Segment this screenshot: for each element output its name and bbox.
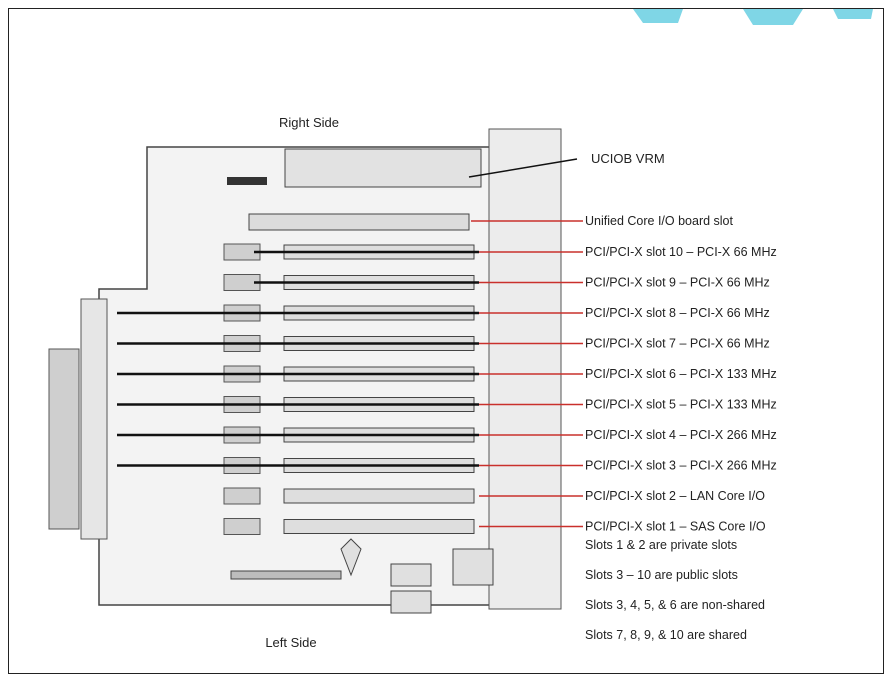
io-board-diagram: PCI/PCI-X slot 10 – PCI-X 66 MHzPCI/PCI-…: [48, 115, 777, 650]
slot-label: PCI/PCI-X slot 8 – PCI-X 66 MHz: [585, 306, 770, 320]
slot-connector: [223, 487, 261, 505]
vrm-callout: UCIOB VRM: [468, 151, 665, 178]
slot-label: PCI/PCI-X slot 1 – SAS Core I/O: [585, 520, 766, 534]
slot-label: PCI/PCI-X slot 10 – PCI-X 66 MHz: [585, 245, 777, 259]
bottom-connector: [230, 570, 342, 580]
corner-watermark-shape: [633, 9, 873, 25]
left-connector-pins: [48, 348, 80, 530]
slot-label: PCI/PCI-X slot 9 – PCI-X 66 MHz: [585, 276, 770, 290]
slot-group: PCI/PCI-X slot 10 – PCI-X 66 MHzPCI/PCI-…: [117, 243, 777, 535]
slot-label: PCI/PCI-X slot 3 – PCI-X 266 MHz: [585, 459, 777, 473]
note-text: Slots 1 & 2 are private slots: [585, 538, 737, 552]
slot-label: PCI/PCI-X slot 6 – PCI-X 133 MHz: [585, 367, 777, 381]
note-text: Slots 3 – 10 are public slots: [585, 568, 738, 582]
chip-small: [227, 177, 267, 185]
slot-row: PCI/PCI-X slot 7 – PCI-X 66 MHz: [117, 335, 770, 352]
core-io-slot: [248, 213, 470, 231]
slot-row: PCI/PCI-X slot 5 – PCI-X 133 MHz: [117, 396, 777, 413]
slot-label: PCI/PCI-X slot 5 – PCI-X 133 MHz: [585, 398, 777, 412]
slot-row: PCI/PCI-X slot 2 – LAN Core I/O: [223, 487, 765, 505]
note-text: Slots 7, 8, 9, & 10 are shared: [585, 628, 747, 642]
core-slot-callout: Unified Core I/O board slot: [471, 214, 734, 228]
right-bulkhead: [488, 128, 562, 610]
bottom-block-a: [390, 563, 432, 587]
slot-label: PCI/PCI-X slot 4 – PCI-X 266 MHz: [585, 428, 777, 442]
bottom-block-b: [390, 590, 432, 614]
slot-connector: [223, 518, 261, 535]
bottom-diamond-component: [340, 538, 362, 577]
bottom-block-c: [452, 548, 494, 586]
left-connector-strip: [80, 298, 108, 540]
slot-row: PCI/PCI-X slot 8 – PCI-X 66 MHz: [117, 304, 770, 322]
slot-row: PCI/PCI-X slot 6 – PCI-X 133 MHz: [117, 365, 777, 383]
slot-row: PCI/PCI-X slot 10 – PCI-X 66 MHz: [223, 243, 777, 261]
slot-row: PCI/PCI-X slot 9 – PCI-X 66 MHz: [223, 274, 770, 291]
corner-decoration: [633, 9, 873, 25]
slot-row: PCI/PCI-X slot 1 – SAS Core I/O: [223, 518, 766, 535]
slot-row: PCI/PCI-X slot 3 – PCI-X 266 MHz: [117, 457, 777, 474]
card-slot: [283, 488, 475, 504]
card-slot: [283, 519, 475, 534]
right-side-label: Right Side: [279, 115, 339, 130]
note-text: Slots 3, 4, 5, & 6 are non-shared: [585, 598, 765, 612]
vrm-module: [284, 148, 482, 188]
slot-label: PCI/PCI-X slot 7 – PCI-X 66 MHz: [585, 337, 770, 351]
core-slot-label: Unified Core I/O board slot: [585, 214, 734, 228]
slot-label: PCI/PCI-X slot 2 – LAN Core I/O: [585, 489, 765, 503]
left-side-label: Left Side: [265, 635, 316, 650]
vrm-leader: [468, 158, 578, 178]
vrm-label: UCIOB VRM: [591, 151, 665, 166]
slot-row: PCI/PCI-X slot 4 – PCI-X 266 MHz: [117, 426, 777, 444]
